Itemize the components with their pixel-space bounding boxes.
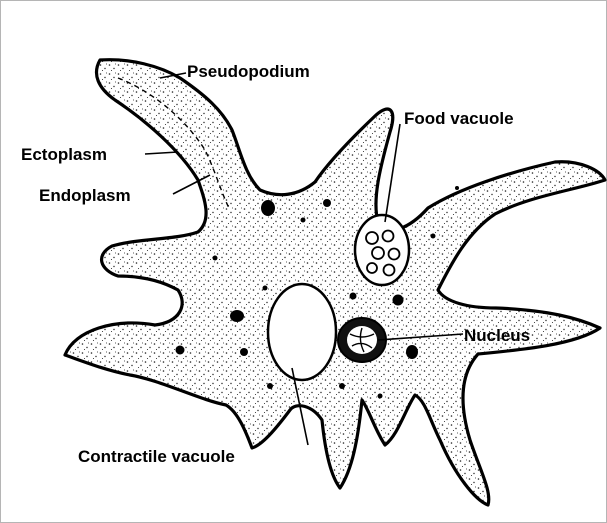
contractile-vacuole-shape [268, 284, 336, 380]
label-endoplasm: Endoplasm [39, 186, 131, 205]
label-nucleus: Nucleus [464, 326, 530, 345]
food-vacuole-shape [355, 215, 409, 285]
label-pseudopodium: Pseudopodium [187, 62, 310, 81]
label-food-vacuole: Food vacuole [404, 109, 514, 128]
label-ectoplasm: Ectoplasm [21, 145, 107, 164]
label-contractile-vacuole: Contractile vacuole [78, 447, 235, 466]
amoeba-cell-body [65, 60, 605, 505]
